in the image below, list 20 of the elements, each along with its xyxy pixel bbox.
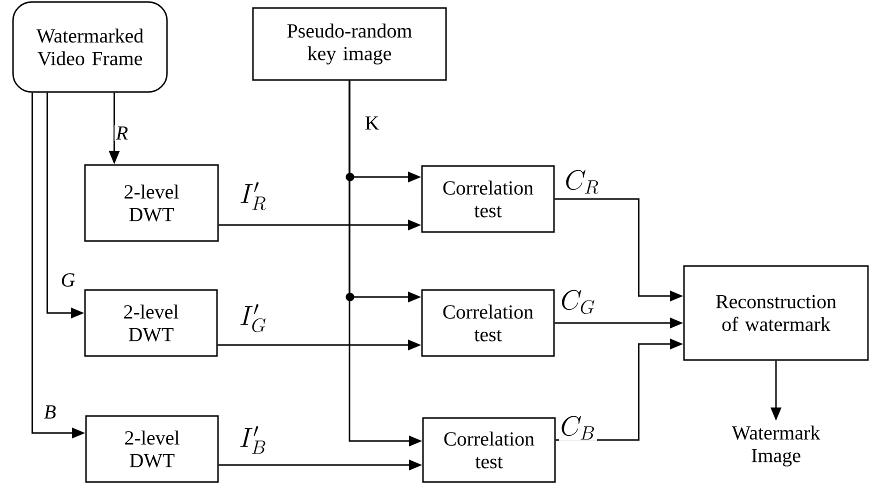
process-box: Pseudo-random key image — [252, 7, 447, 81]
process-box: 2-level DWT — [85, 415, 219, 483]
edge-label: $I'_R$ — [238, 180, 268, 212]
process-box: Correlation test — [421, 289, 555, 357]
rounded-box: Watermarked Video Frame — [12, 1, 168, 93]
process-box: Reconstruction of watermark — [683, 265, 869, 361]
edge-label: $C_G$ — [559, 289, 597, 315]
edge-label: R — [114, 125, 130, 141]
edge-label: B — [42, 404, 58, 420]
edge-label: $C_B$ — [559, 415, 597, 441]
edge-label: $I'_B$ — [238, 424, 268, 456]
edge-label: G — [59, 272, 77, 288]
process-box: Correlation test — [422, 417, 556, 483]
edge-label: $I'_G$ — [238, 302, 268, 334]
edge-label: $C_R$ — [563, 169, 601, 195]
process-box: 2-level DWT — [84, 289, 218, 357]
process-box: Correlation test — [421, 165, 555, 233]
edge-label: K — [363, 115, 381, 131]
process-box: 2-level DWT — [84, 164, 219, 242]
output-label: Watermark Image — [732, 426, 820, 466]
